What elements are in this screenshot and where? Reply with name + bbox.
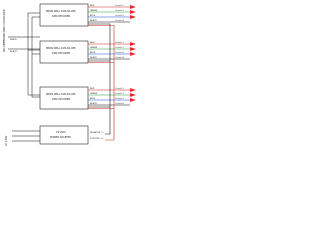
output-label: RED [90,42,95,44]
circuit-label: Circuit 2 [115,92,124,95]
circuit-label: Circuit 1 [115,87,124,90]
decoder-1: MEAN WELL DLM-60-485 DMX DECODER [39,3,89,27]
decoder-1-model: MEAN WELL DLM-60-485 [46,10,76,13]
led-icon [130,93,136,97]
decoder-3-leds [130,88,136,102]
decoder-3: MEAN WELL DLM-60-485 DMX DECODER [39,86,89,110]
output-label: GREEN [90,10,98,12]
output-label: RED [90,5,95,7]
decoder-3-output-labels: RED GREEN BLUE BLACK Circuit 1 Circuit 2… [90,87,124,105]
decoder-3-model: MEAN WELL DLM-60-485 [46,93,76,96]
output-label: BLACK [90,56,97,59]
circuit-label: Circuit 4 [115,19,124,22]
decoder-1-output-labels: RED GREEN BLUE BLACK Circuit 1 Circuit 2… [90,4,124,22]
ac-input-wires [12,130,40,142]
decoder-2-model: MEAN WELL DLM-60-485 [46,47,76,50]
decoder-3-type: DMX DECODER [52,98,71,101]
power-adapter: 24 VOLT POWER ADAPTER [39,125,89,145]
dmx-controller-label: RECOMMENDED DMX CONTROLLER [3,9,6,52]
led-icon [130,10,136,14]
led-icon [130,5,136,9]
circuit-label: Circuit 4 [115,102,124,105]
ac-input-label: AC 120V [5,135,8,146]
output-label: RED [90,88,95,90]
circuit-label: Circuit 1 [115,41,124,44]
decoder-3-outputs [88,89,130,106]
led-icon [130,15,136,19]
output-label: BLUE [90,15,96,17]
output-label: BLACK [90,19,97,22]
output-label: BLUE [90,98,96,100]
decoder-2-outputs [88,43,130,60]
circuit-label: Circuit 4 [115,56,124,59]
decoder-2-output-labels: RED GREEN BLUE BLACK Circuit 1 Circuit 2… [90,41,124,59]
psu-negative-label: NEGATIVE (-) [90,131,104,134]
circuit-label: Circuit 2 [115,9,124,12]
psu-positive-label: POSITIVE (+) [90,137,104,140]
output-label: BLUE [90,52,96,54]
circuit-label: Circuit 1 [115,4,124,7]
decoder-2-type: DMX DECODER [52,52,71,55]
circuit-label: Circuit 2 [115,46,124,49]
led-icon [130,98,136,102]
circuit-label: Circuit 3 [115,97,124,100]
decoder-1-type: DMX DECODER [52,15,71,18]
led-icon [130,47,136,51]
led-icon [130,52,136,56]
input-black-label: BLACK [10,50,17,53]
circuit-label: Circuit 3 [115,51,124,54]
power-bus [88,23,115,141]
circuit-label: Circuit 3 [115,14,124,17]
led-icon [130,42,136,46]
power-adapter-voltage: 24 VOLT [56,131,66,134]
power-adapter-title: POWER ADAPTER [50,136,71,139]
output-label: GREEN [90,93,98,95]
output-label: GREEN [90,47,98,49]
dmx-input-wires [8,12,40,98]
decoder-1-leds [130,5,136,19]
decoder-1-outputs [88,6,130,23]
decoder-2-leds [130,42,136,56]
decoder-2: MEAN WELL DLM-60-485 DMX DECODER [39,40,89,64]
output-label: BLACK [90,102,97,105]
led-icon [130,88,136,92]
input-white-label: WHITE [10,39,17,41]
wiring-diagram: RECOMMENDED DMX CONTROLLER WHITE BLACK M… [3,3,136,146]
